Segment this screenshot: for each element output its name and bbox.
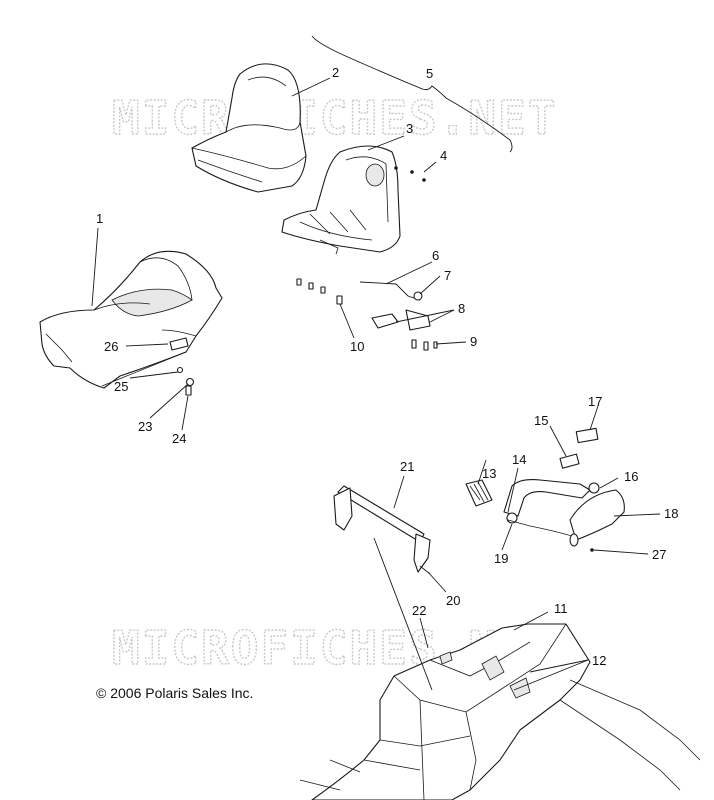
- callout-10: 10: [350, 339, 364, 354]
- callout-25: 25: [114, 379, 128, 394]
- watermark-top: MICROFICHES.NET: [112, 91, 557, 145]
- callout-14: 14: [512, 452, 526, 467]
- callout-8: 8: [458, 301, 465, 316]
- callout-1: 1: [96, 211, 103, 226]
- callout-23: 23: [138, 419, 152, 434]
- callout-13: 13: [482, 466, 496, 481]
- callout-12: 12: [592, 653, 606, 668]
- callout-4: 4: [440, 148, 447, 163]
- callout-9: 9: [470, 334, 477, 349]
- callout-22: 22: [412, 603, 426, 618]
- leader-lines: [91, 77, 661, 691]
- screws-4: [394, 166, 426, 182]
- callout-5: 5: [426, 66, 433, 81]
- grab-bar-21: [333, 485, 431, 573]
- callout-24: 24: [172, 431, 186, 446]
- seat-base-3: [281, 145, 401, 255]
- handle-assembly: [465, 427, 625, 552]
- callout-27: 27: [652, 547, 666, 562]
- callout-17: 17: [588, 394, 602, 409]
- fasteners-under-base: [296, 278, 343, 305]
- callout-16: 16: [624, 469, 638, 484]
- seat-cushion-2: [191, 63, 307, 193]
- callout-20: 20: [446, 593, 460, 608]
- callout-7: 7: [444, 268, 451, 283]
- copyright-text: © 2006 Polaris Sales Inc.: [96, 685, 253, 701]
- callout-18: 18: [664, 506, 678, 521]
- seat-1: [39, 250, 223, 389]
- callouts: 2 5 3 4 1 6 7 8 9 10 26 25 23 24 17 15 2…: [96, 65, 678, 668]
- callout-2: 2: [332, 65, 339, 80]
- callout-6: 6: [432, 248, 439, 263]
- callout-3: 3: [406, 121, 413, 136]
- callout-21: 21: [400, 459, 414, 474]
- fasteners-23-25-24: [176, 366, 195, 396]
- callout-11: 11: [554, 601, 568, 616]
- brace-5: [311, 35, 513, 153]
- callout-15: 15: [534, 413, 548, 428]
- callout-19: 19: [494, 551, 508, 566]
- callout-26: 26: [104, 339, 118, 354]
